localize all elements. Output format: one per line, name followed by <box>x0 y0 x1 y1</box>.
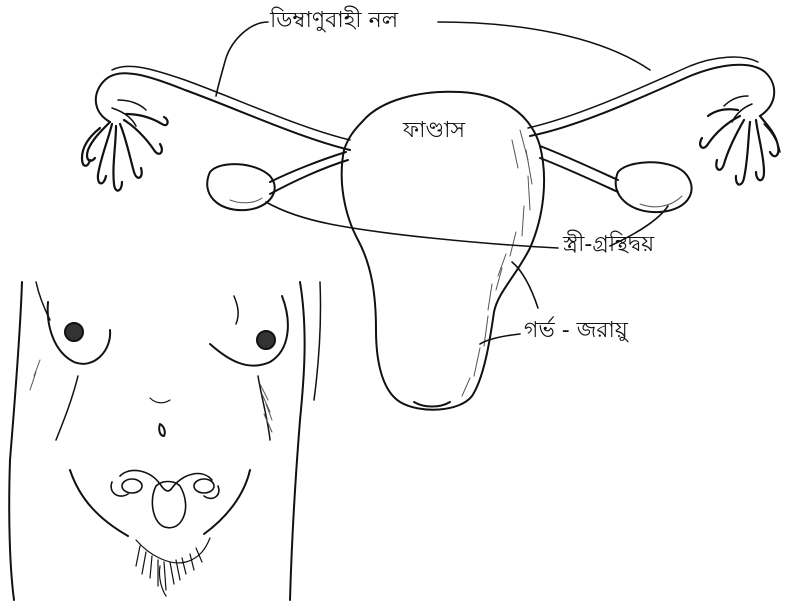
left-fallopian-tube <box>82 66 350 190</box>
fundus-label: ফাণ্ডাস <box>403 120 465 142</box>
right-fallopian-tube <box>528 57 780 185</box>
torso-inset <box>9 282 320 600</box>
fallopian-tube-label: ডিম্বাণুবাহী নল <box>270 10 398 32</box>
right-ovary <box>540 146 692 212</box>
inset-uterus <box>111 470 219 527</box>
uterus-label: গর্ভ - জরায়ু <box>524 320 628 342</box>
left-fimbriae <box>82 100 168 191</box>
pubic-area <box>136 538 210 596</box>
left-ovary <box>207 152 348 210</box>
ovary-label: স্ত্রী-গ্রন্থিদ্বয় <box>563 234 654 256</box>
